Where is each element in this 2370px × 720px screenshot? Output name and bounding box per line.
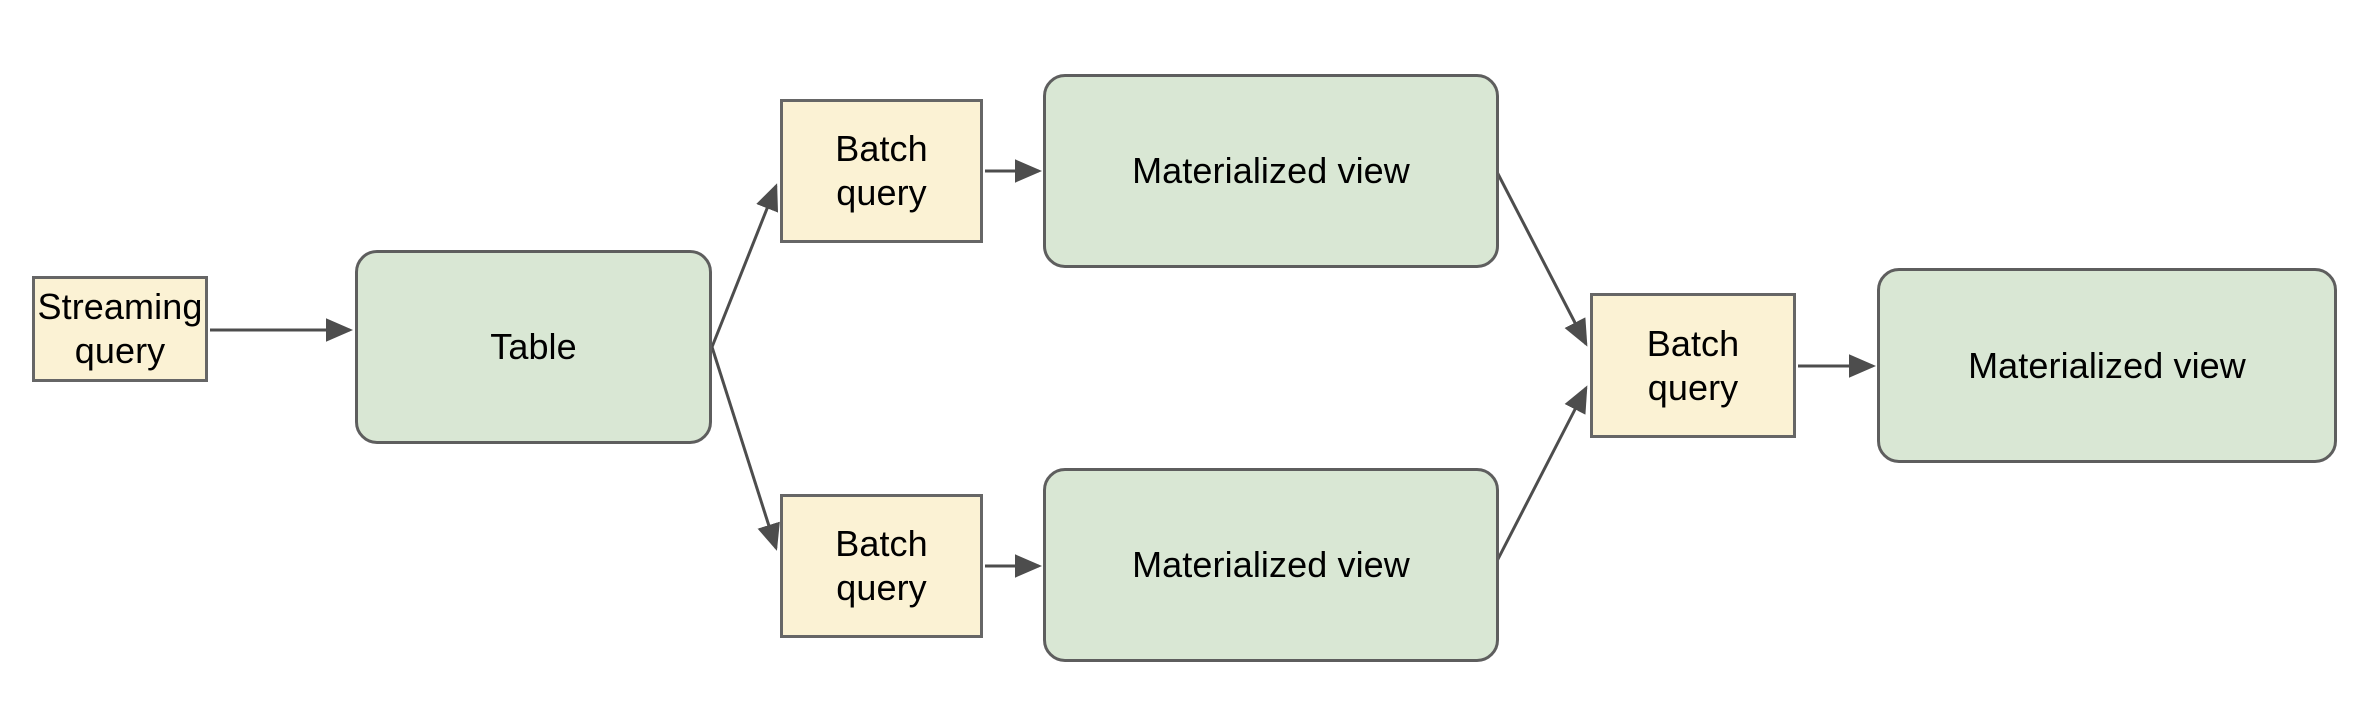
edge-materialized-view-top-to-batch-query-merge — [1495, 171, 1588, 347]
node-label-materialized-view-final: Materialized view — [1968, 344, 2246, 386]
node-label-streaming-query: Streaming query — [37, 286, 203, 371]
edge-table-to-batch-query-top — [710, 183, 779, 348]
node-streaming-query[interactable]: Streaming query — [32, 276, 208, 382]
node-label-table: Table — [490, 326, 577, 367]
node-table[interactable]: Table — [355, 250, 712, 444]
edge-materialized-view-bottom-to-batch-query-merge — [1495, 385, 1588, 562]
node-label-batch-query-bottom: Batch query — [835, 523, 928, 608]
node-batch-query-merge[interactable]: Batch query — [1590, 293, 1796, 438]
node-batch-query-top[interactable]: Batch query — [780, 99, 983, 243]
node-label-batch-query-top: Batch query — [835, 128, 928, 213]
edge-table-to-batch-query-bottom — [710, 346, 780, 551]
node-materialized-view-top[interactable]: Materialized view — [1043, 74, 1499, 268]
node-materialized-view-bottom[interactable]: Materialized view — [1043, 468, 1499, 662]
node-label-materialized-view-bottom: Materialized view — [1132, 544, 1410, 585]
node-label-materialized-view-top: Materialized view — [1132, 150, 1410, 191]
node-batch-query-bottom[interactable]: Batch query — [780, 494, 983, 638]
node-materialized-view-final[interactable]: Materialized view — [1877, 268, 2337, 463]
node-label-batch-query-merge: Batch query — [1646, 322, 1740, 408]
